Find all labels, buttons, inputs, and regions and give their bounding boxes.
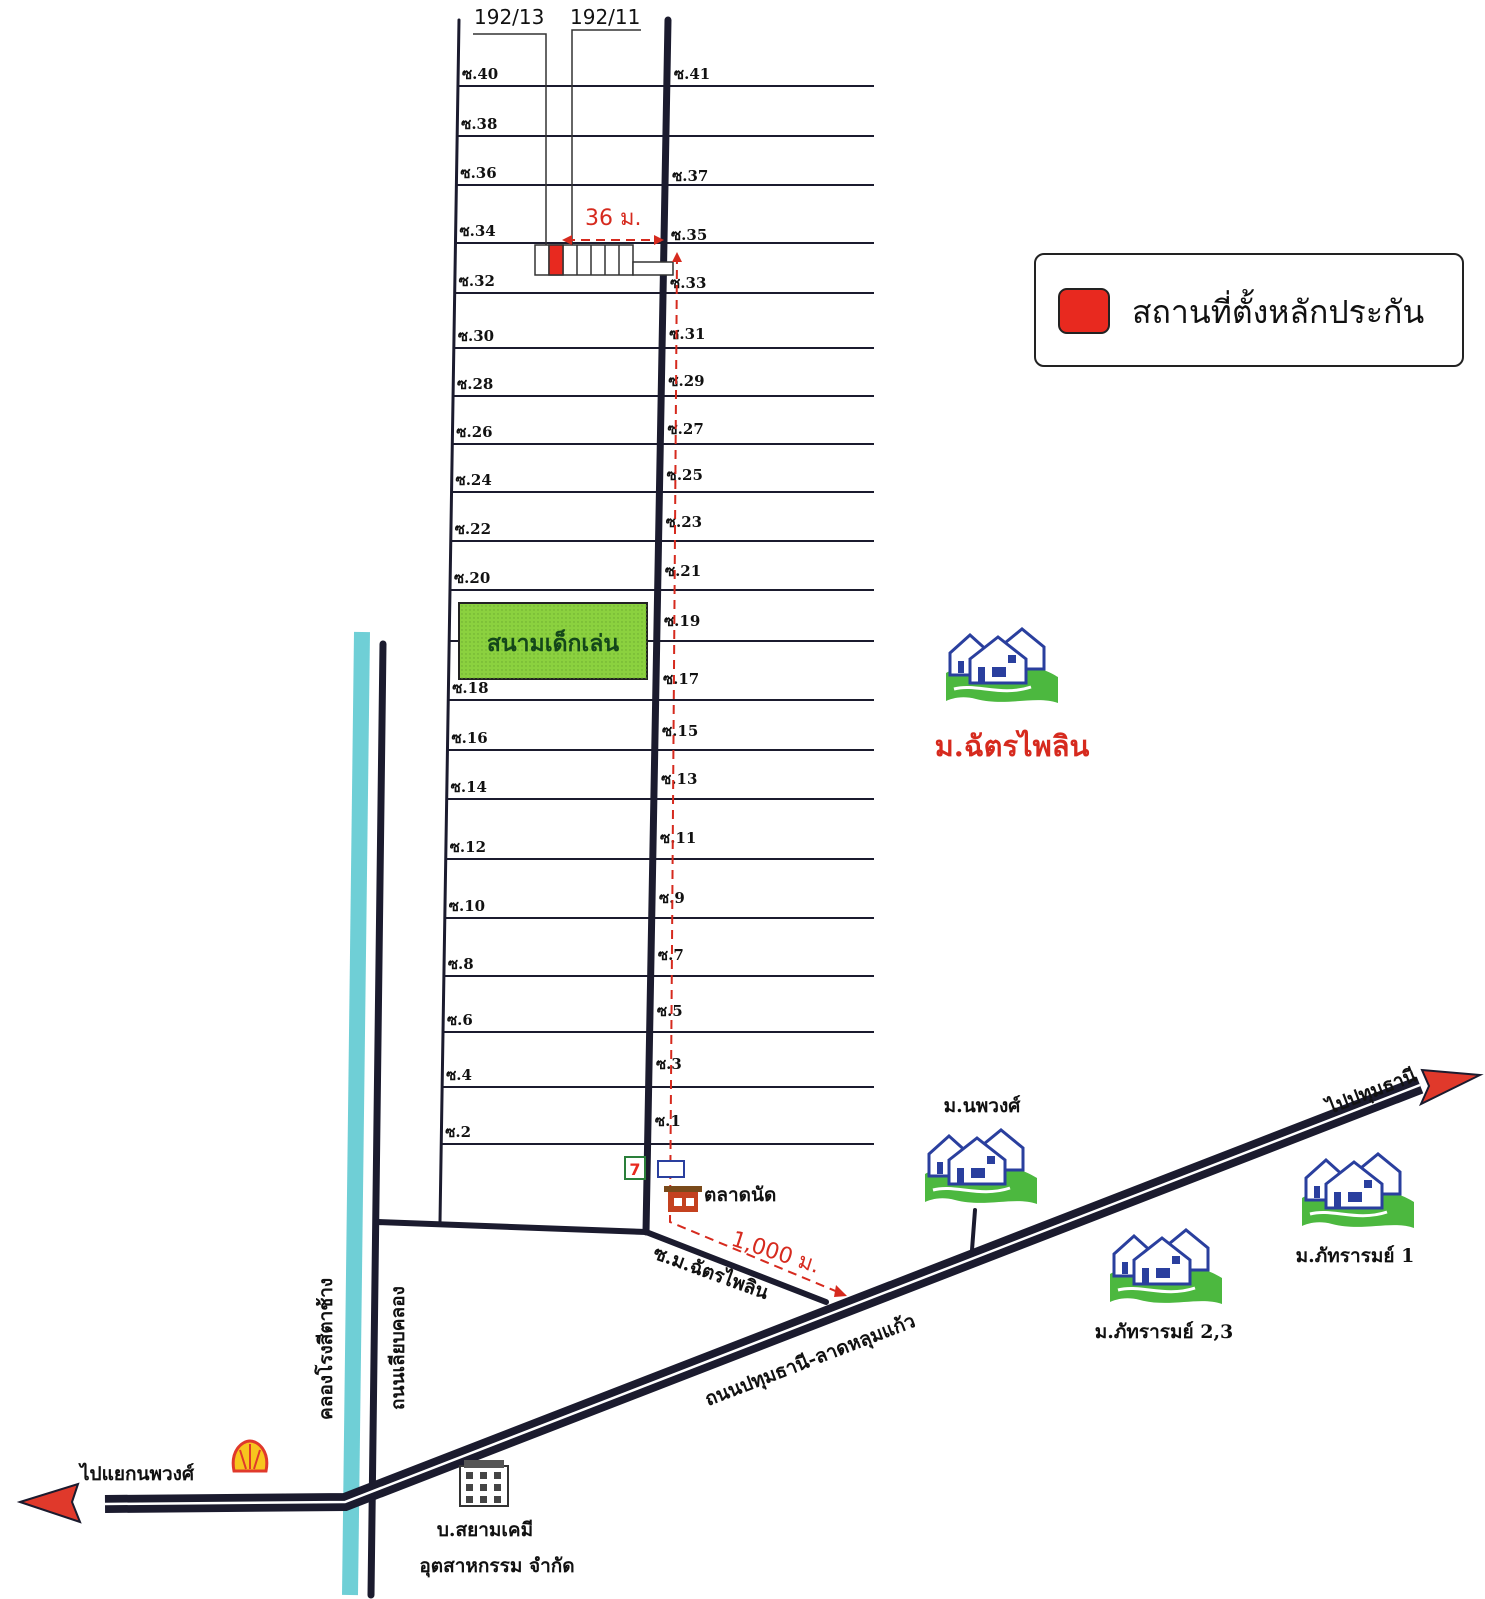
to-napawong-label: ไปแยกนพวงศ์ [78,1462,195,1485]
plot-label-192-11: 192/11 [570,5,640,29]
soi-label-left: ซ.22 [455,520,491,538]
house-cluster-icon [923,1128,1039,1206]
soi-label-right: ซ.11 [660,829,696,847]
soi-label-right: ซ.5 [657,1002,683,1020]
main-soi-road [642,16,672,1236]
soi-label-right: ซ.1 [655,1112,681,1130]
village-link [970,1208,977,1252]
soi-label-right: ซ.33 [670,274,706,292]
legend-label: สถานที่ตั้งหลักประกัน [1132,293,1425,331]
soi-label-right: ซ.21 [665,562,701,580]
company-name-line2: อุตสาหกรรม จำกัด [419,1555,574,1578]
market-icon [664,1186,702,1212]
soi-label-left: ซ.40 [462,65,498,83]
plot-label-192-13: 192/13 [474,5,544,29]
arrow-left-icon [16,1482,82,1524]
village-pattaram1-label: ม.ภัทรารมย์ 1 [1296,1245,1415,1267]
soi-label-right: ซ.7 [658,946,684,964]
soi-label-right: ซ.3 [656,1055,682,1073]
canal-label: คลองโรงสีตาช้าง [314,1278,337,1420]
soi-label-left: ซ.18 [452,679,488,697]
soi-label-left: ซ.26 [456,423,492,441]
soi-label-right: ซ.41 [674,65,710,83]
building-icon [459,1460,509,1507]
distance-36m: 36 ม. [585,206,641,231]
village-pattaram23-label: ม.ภัทรารมย์ 2,3 [1095,1321,1234,1343]
soi-label-left: ซ.2 [445,1123,471,1141]
soi-label-left: ซ.36 [460,164,496,182]
canal-road-label: ถนนเลียบคลอง [387,1286,409,1410]
soi-label-right: ซ.19 [664,612,700,630]
soi-label-left: ซ.28 [457,375,493,393]
soi-label-left: ซ.4 [446,1066,472,1084]
soi-label-left: ซ.6 [447,1011,473,1029]
soi-label-right: ซ.17 [663,670,699,688]
soi-label-right: ซ.9 [659,889,685,907]
playground-label: สนามเด็กเล่น [487,628,620,657]
shell-logo-icon [231,1439,269,1473]
legend-swatch [1058,288,1110,334]
canal-road [367,640,387,1599]
soi-label-right: ซ.29 [668,372,704,390]
collateral-plot [548,244,564,276]
soi-label-right: ซ.15 [662,722,698,740]
village-main-label: ม.ฉัตรไพลิน [935,729,1090,763]
soi-label-left: ซ.12 [450,838,486,856]
svg-text:7: 7 [629,1160,640,1179]
soi-label-right: ซ.27 [667,420,703,438]
house-cluster-icon [1300,1152,1416,1230]
soi-label-left: ซ.10 [449,897,485,915]
distance-route-line [668,254,846,1296]
connector-road [374,1219,829,1305]
soi-label-right: ซ.25 [667,466,703,484]
soi-label-left: ซ.38 [461,115,497,133]
soi-label-left: ซ.34 [459,222,495,240]
plot-row [534,244,674,276]
soi-label-left: ซ.16 [451,729,487,747]
soi-label-right: ซ.13 [661,770,697,788]
soi-label-left: ซ.24 [456,471,492,489]
house-cluster-icon [1108,1228,1224,1306]
market-label: ตลาดนัด [704,1184,776,1206]
soi-label-right: ซ.23 [666,513,702,531]
highway-road [16,1068,1484,1524]
soi-label-left: ซ.30 [458,327,494,345]
soi-label-right: ซ.35 [671,226,707,244]
village-napawong-label: ม.นพวงศ์ [944,1095,1022,1117]
arrow-right-icon [1418,1068,1484,1107]
soi-label-left: ซ.32 [459,272,495,290]
soi-label-right: ซ.31 [669,325,705,343]
soi-label-right: ซ.37 [672,167,708,185]
house-cluster-icon [944,627,1060,705]
legend-box: สถานที่ตั้งหลักประกัน [1034,253,1464,367]
canal-line [342,631,370,1596]
company-name-line1: บ.สยามเคมี [437,1519,533,1541]
store-icon: 7 [624,1156,685,1180]
soi-label-left: ซ.14 [451,778,487,796]
soi-label-left: ซ.8 [448,955,474,973]
soi-label-left: ซ.20 [454,569,490,587]
left-lane [438,18,461,1224]
